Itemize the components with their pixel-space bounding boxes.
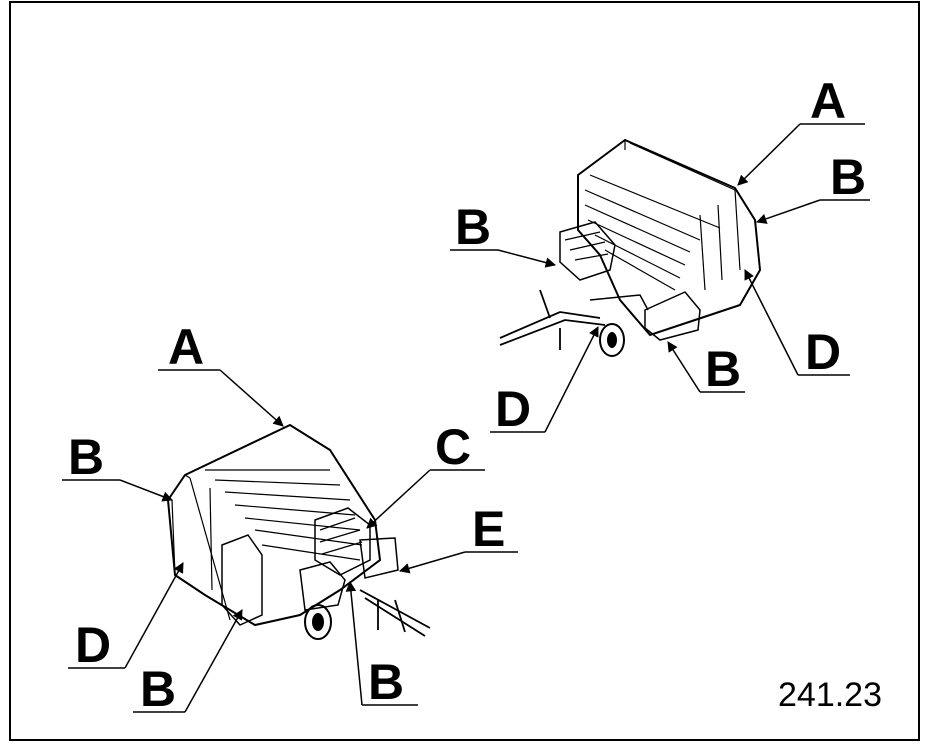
callout-b-top-bottom: B [705, 341, 741, 397]
callout-b-bottom-left: B [68, 429, 104, 485]
callout-b-bottom-low: B [140, 661, 176, 717]
figure-frame [9, 1, 920, 741]
machine-bottom-left [166, 423, 431, 640]
callout-leaders [62, 123, 870, 713]
callout-d-top-right: D [805, 324, 841, 380]
callout-d-top-bottom: D [495, 381, 531, 437]
figure-number: 241.23 [778, 676, 882, 714]
callout-a-bottom: A [168, 319, 204, 375]
callout-e-bottom: E [472, 501, 505, 557]
callout-labels: A B B D B D A B C E D B B 241.23 [68, 73, 882, 717]
callout-d-bottom: D [75, 617, 111, 673]
callout-b-top-left: B [455, 199, 491, 255]
callout-b-top-right: B [830, 149, 866, 205]
callout-c-bottom: C [435, 419, 471, 475]
callout-a-top: A [810, 73, 846, 129]
callout-b-bottom-mid: B [368, 654, 404, 710]
machine-top-right [499, 138, 762, 357]
